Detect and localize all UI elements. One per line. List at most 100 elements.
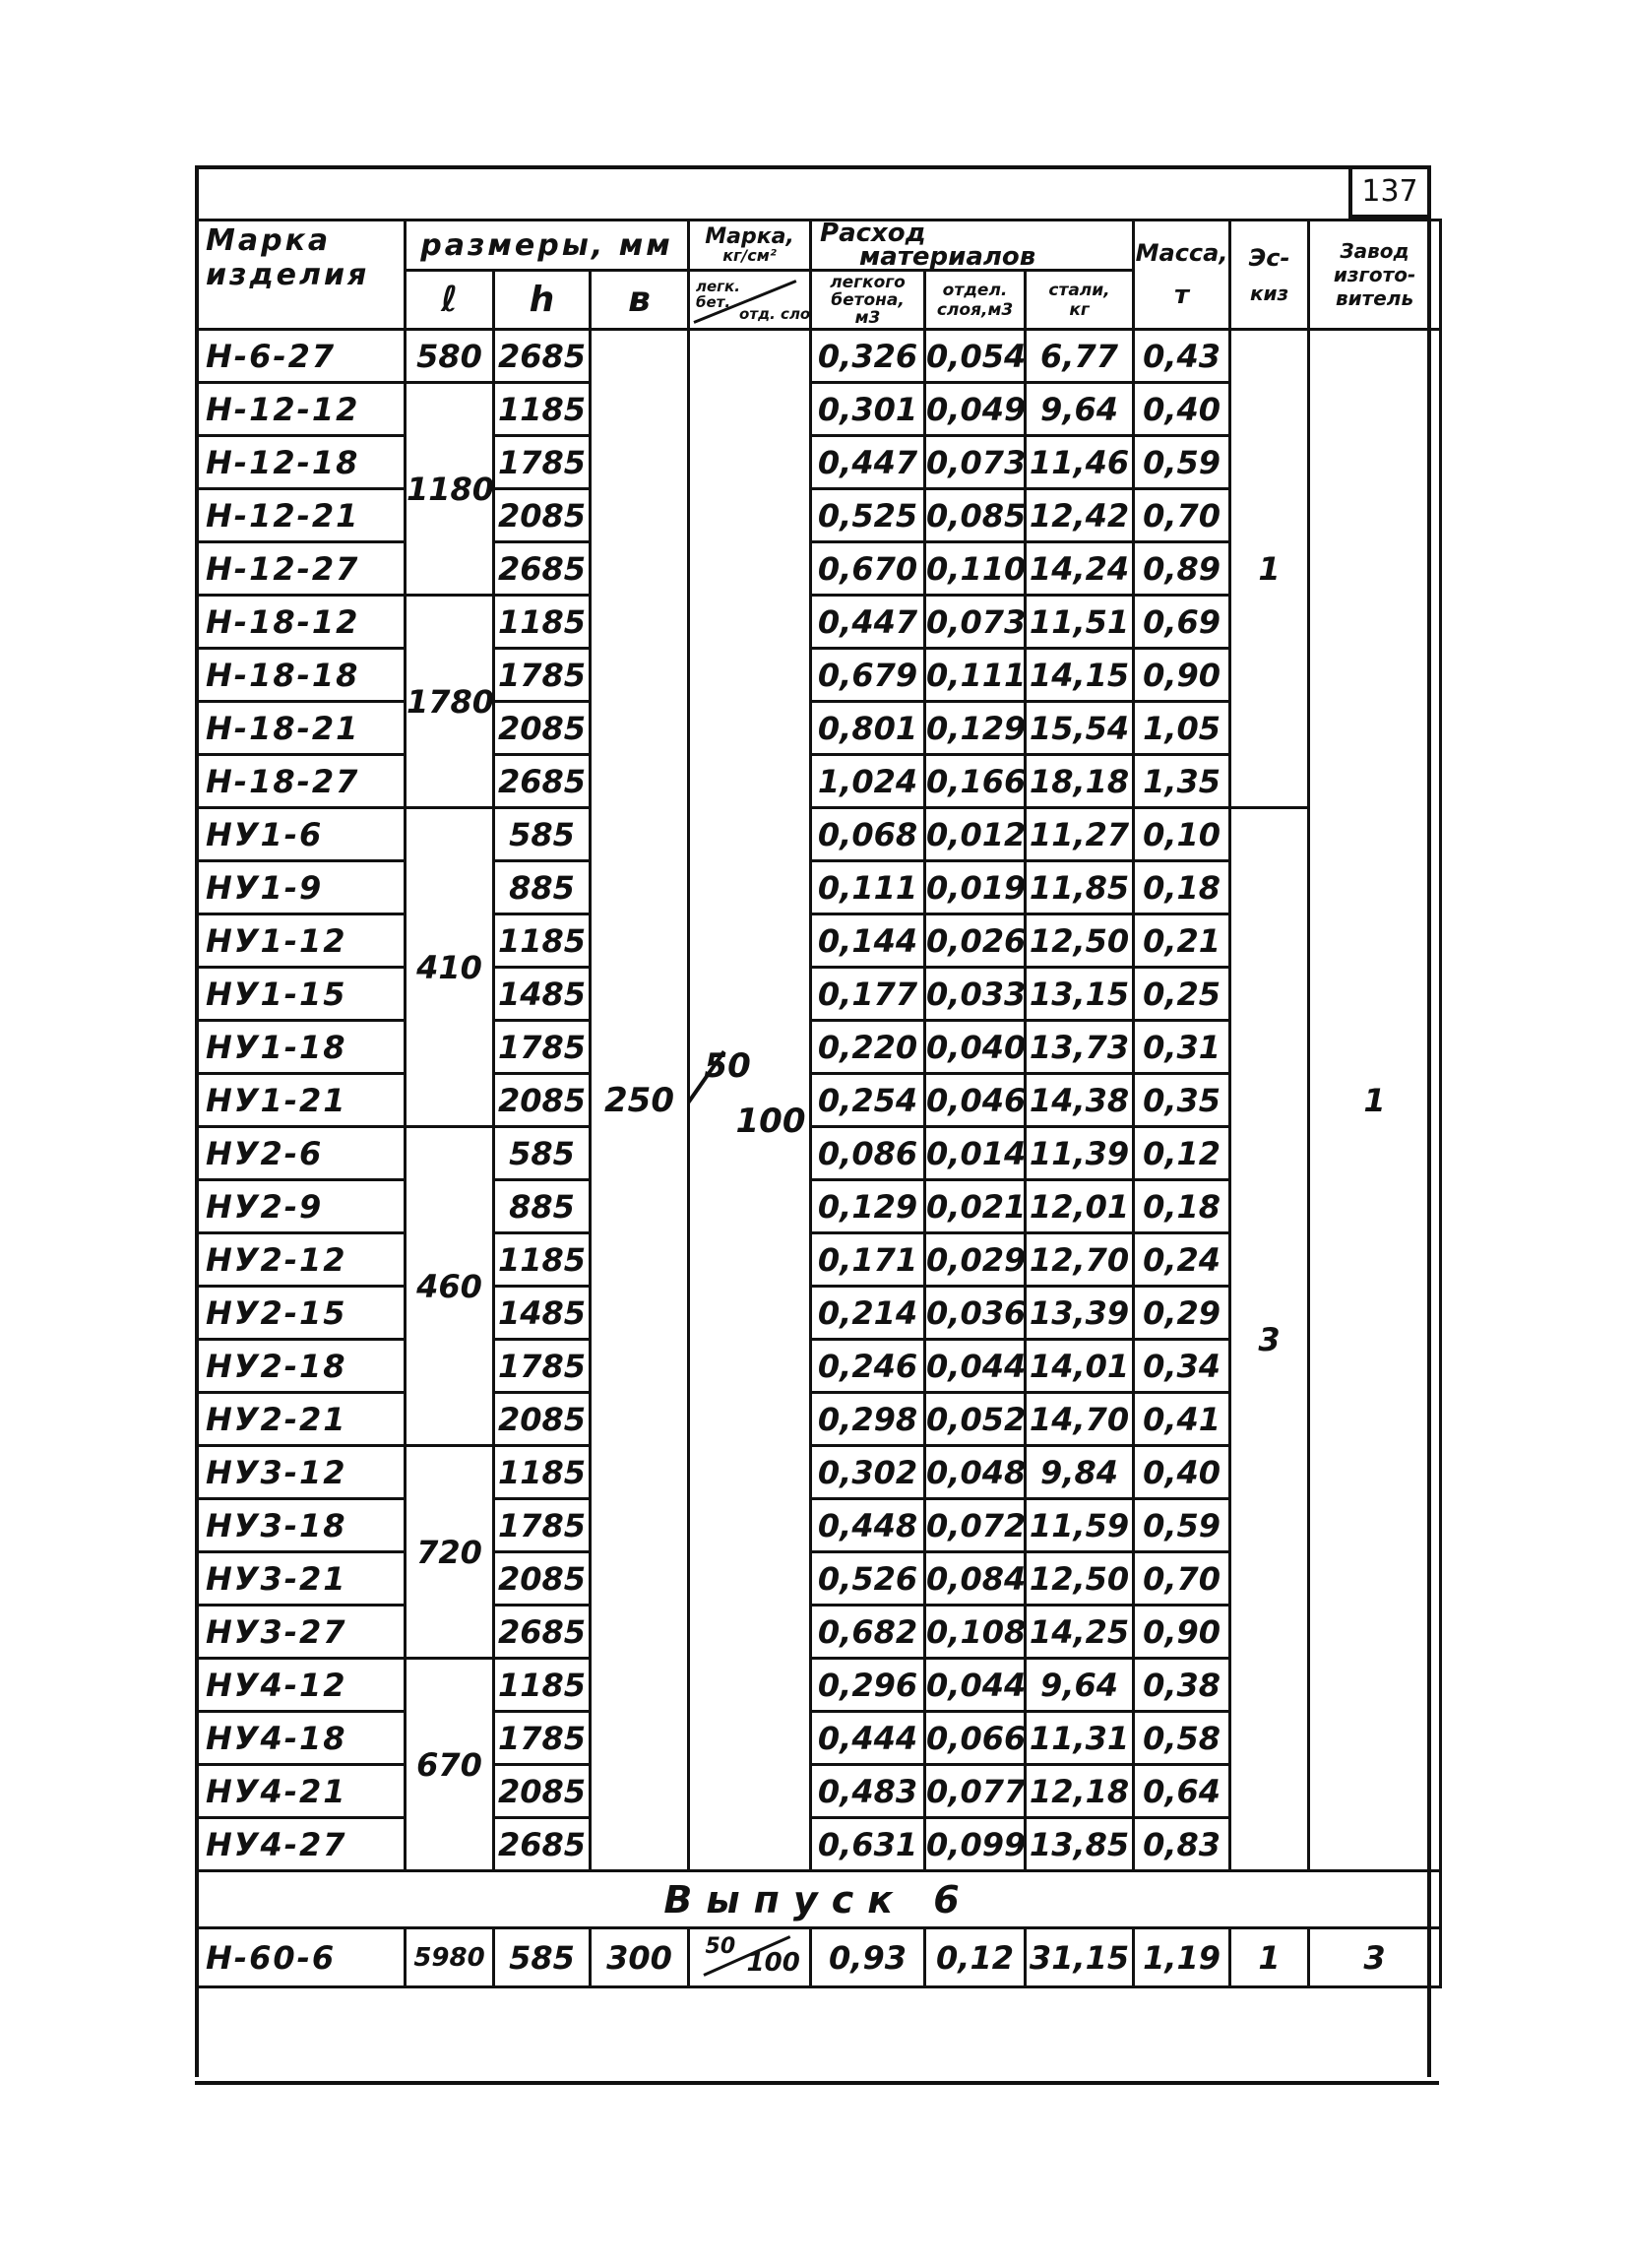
cell-mass: 0,12 <box>1132 1125 1232 1181</box>
cell-cons-c: 11,85 <box>1024 859 1136 915</box>
cell-cons-c: 13,39 <box>1024 1285 1136 1341</box>
concrete-den: 100 <box>735 1101 806 1141</box>
cell-mark: НУ4-21 <box>195 1763 407 1819</box>
cell-h: 1185 <box>492 1444 592 1500</box>
cell-cons-b: 0,036 <box>923 1285 1028 1341</box>
cell-h: 2085 <box>492 1550 592 1606</box>
cell-cons-c: 9,64 <box>1024 1657 1136 1713</box>
cell-cons-c: 11,27 <box>1024 806 1136 862</box>
cell-cons-b: 0,033 <box>923 966 1028 1022</box>
cell-mass: 0,34 <box>1132 1338 1232 1394</box>
cell-mark: Н-18-21 <box>195 700 407 756</box>
cell-mass: 0,38 <box>1132 1657 1232 1713</box>
header-dim-h: h <box>492 269 592 331</box>
cell-cons-b: 0,072 <box>923 1497 1028 1553</box>
cell-factory-merged: 1 <box>1307 328 1443 1872</box>
cell-mass: 0,18 <box>1132 859 1232 915</box>
cell-mass: 0,41 <box>1132 1391 1232 1447</box>
cell-mark: НУ1-15 <box>195 966 407 1022</box>
header-concrete-line2: кг/см² <box>722 246 777 265</box>
cell-cons-c: 14,15 <box>1024 647 1136 703</box>
cell-cons-b: 0,052 <box>923 1391 1028 1447</box>
cell-cons-a: 0,111 <box>809 859 927 915</box>
cell-mark: НУ3-12 <box>195 1444 407 1500</box>
cell-mass: 0,10 <box>1132 806 1232 862</box>
cell-mass: 0,24 <box>1132 1231 1232 1288</box>
cell-cons-c: 12,70 <box>1024 1231 1136 1288</box>
extra-mark: Н-60-6 <box>195 1926 407 1988</box>
cell-h: 2685 <box>492 1816 592 1872</box>
cell-cons-a: 0,296 <box>809 1657 927 1713</box>
header-mass-line1: Масса, <box>1135 239 1228 267</box>
header-cons-c: стали, кг <box>1024 269 1136 331</box>
cell-cons-a: 0,682 <box>809 1604 927 1660</box>
cell-cons-a: 0,483 <box>809 1763 927 1819</box>
cell-mass: 0,58 <box>1132 1710 1232 1766</box>
cell-h: 1485 <box>492 966 592 1022</box>
cell-mass: 0,90 <box>1132 1604 1232 1660</box>
cell-cons-b: 0,166 <box>923 753 1028 809</box>
cell-mark: НУ4-18 <box>195 1710 407 1766</box>
cell-cons-c: 13,85 <box>1024 1816 1136 1872</box>
cell-h: 2085 <box>492 1072 592 1128</box>
cell-cons-a: 0,447 <box>809 434 927 490</box>
cell-h: 1785 <box>492 1338 592 1394</box>
extra-sketch: 1 <box>1228 1926 1311 1988</box>
extra-l: 5980 <box>404 1926 495 1988</box>
issue-title: Выпуск 6 <box>194 1869 1443 1929</box>
cell-mark: НУ2-21 <box>195 1391 407 1447</box>
cell-mass: 0,18 <box>1132 1178 1232 1234</box>
cell-mark: Н-18-18 <box>195 647 407 703</box>
cell-cons-c: 14,70 <box>1024 1391 1136 1447</box>
cell-cons-a: 0,068 <box>809 806 927 862</box>
cell-cons-a: 0,220 <box>809 1019 927 1075</box>
header-concrete-line1: Марка, <box>705 224 794 249</box>
cell-cons-a: 0,525 <box>809 487 927 543</box>
document-sheet: 137 Марка изделия размеры, мм Марка, кг/… <box>194 165 1443 2085</box>
cell-cons-a: 0,326 <box>809 328 927 384</box>
cell-cons-c: 12,18 <box>1024 1763 1136 1819</box>
cell-h: 1785 <box>492 1019 592 1075</box>
cell-mass: 0,64 <box>1132 1763 1232 1819</box>
cell-cons-a: 0,129 <box>809 1178 927 1234</box>
header-sketch-line1: Эс- <box>1248 244 1290 272</box>
cell-cons-c: 11,31 <box>1024 1710 1136 1766</box>
cell-mass: 0,35 <box>1132 1072 1232 1128</box>
extra-h: 585 <box>492 1926 592 1988</box>
extra-cons-a: 0,93 <box>809 1926 927 1988</box>
cell-mass: 0,40 <box>1132 381 1232 437</box>
cell-l: 410 <box>404 806 495 1128</box>
cell-cons-a: 0,801 <box>809 700 927 756</box>
cell-mass: 0,25 <box>1132 966 1232 1022</box>
cell-mark: Н-12-18 <box>195 434 407 490</box>
cell-mark: НУ4-12 <box>195 1657 407 1713</box>
cell-h: 2685 <box>492 1604 592 1660</box>
cell-h: 2685 <box>492 328 592 384</box>
header-factory: Завод изгото- витель <box>1307 219 1443 331</box>
cell-cons-c: 14,25 <box>1024 1604 1136 1660</box>
cell-mass: 0,89 <box>1132 540 1232 597</box>
cell-cons-b: 0,026 <box>923 913 1028 969</box>
cell-cons-a: 1,024 <box>809 753 927 809</box>
cell-mark: НУ1-12 <box>195 913 407 969</box>
cell-cons-a: 0,298 <box>809 1391 927 1447</box>
cell-l: 720 <box>404 1444 495 1660</box>
cell-h: 1185 <box>492 1657 592 1713</box>
cell-cons-a: 0,171 <box>809 1231 927 1288</box>
cell-mass: 0,69 <box>1132 594 1232 650</box>
header-cons-b-line1: отдел. <box>942 280 1008 300</box>
cell-mark: Н-12-12 <box>195 381 407 437</box>
cell-cons-b: 0,048 <box>923 1444 1028 1500</box>
cell-cons-a: 0,444 <box>809 1710 927 1766</box>
cell-cons-c: 11,59 <box>1024 1497 1136 1553</box>
